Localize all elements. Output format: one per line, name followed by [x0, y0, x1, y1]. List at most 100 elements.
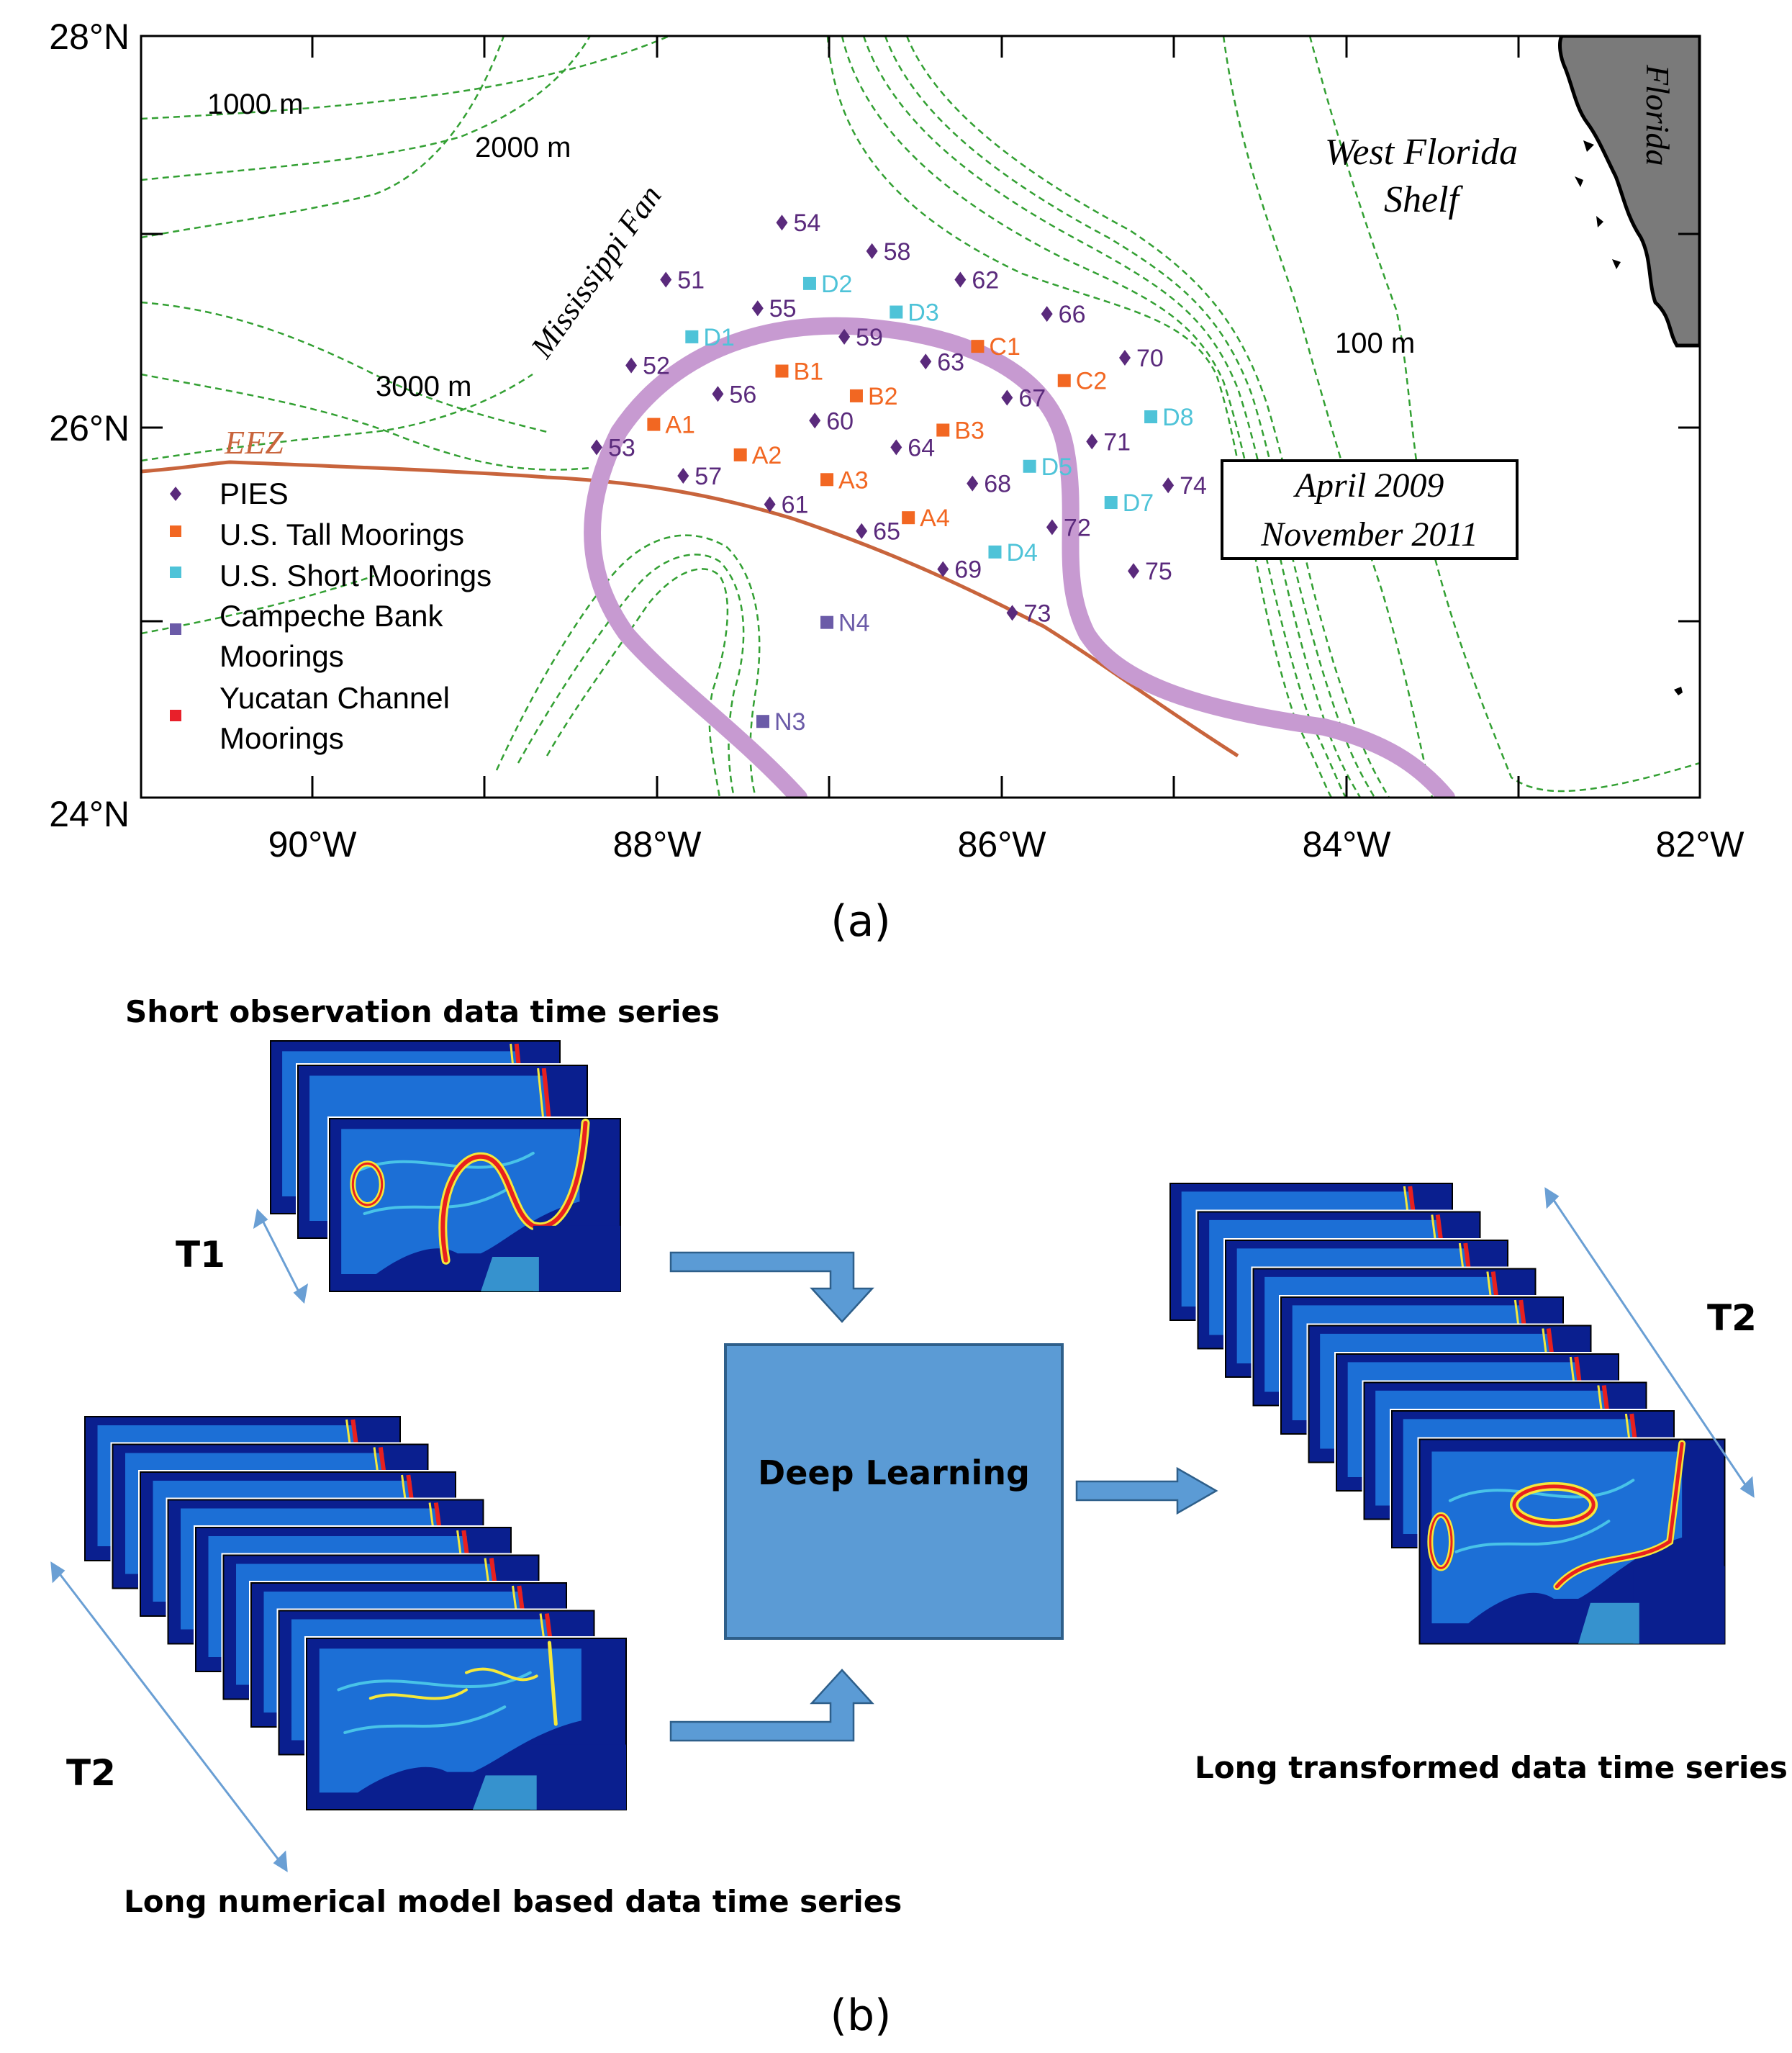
data-frame: [304, 1636, 628, 1812]
station-marker: [937, 561, 949, 577]
panel-label-b: (b): [831, 1990, 892, 2041]
station-label: 75: [1145, 558, 1172, 585]
arrow-long-to-dl: [669, 1669, 874, 1742]
t2-left-double-arrow: [50, 1561, 288, 1872]
station-label: 71: [1103, 428, 1131, 456]
station-marker: [971, 340, 985, 353]
station-marker: [1006, 605, 1018, 621]
deep-learning-label: Deep Learning: [758, 1453, 1030, 1492]
station-label: 67: [1018, 385, 1046, 412]
station-marker: [856, 523, 868, 539]
station-label: 74: [1180, 472, 1207, 500]
station-marker: [685, 330, 699, 343]
lon-tick-90w: 90°W: [268, 824, 358, 865]
station-label: 72: [1064, 514, 1091, 541]
station-marker: [775, 364, 789, 378]
station-marker: [776, 215, 788, 231]
station-A4: A4: [902, 505, 950, 532]
transformed-series-title: Long transformed data time series: [1195, 1750, 1788, 1785]
station-54: 54: [776, 209, 820, 237]
station-label: D1: [703, 324, 734, 351]
station-label: 59: [856, 324, 883, 351]
station-label: 73: [1024, 600, 1051, 627]
long-series-title: Long numerical model based data time ser…: [124, 1884, 902, 1919]
station-label: 65: [873, 518, 900, 546]
station-label: C1: [989, 333, 1020, 361]
station-label: D2: [821, 271, 852, 298]
legend-marker-pies: [170, 487, 181, 501]
west-florida-label: West Florida: [1325, 132, 1518, 173]
eez-line: [141, 460, 1239, 758]
florida-label: Florida: [1639, 64, 1676, 166]
station-label: 54: [793, 209, 820, 237]
contour-label-2000: 2000 m: [475, 132, 571, 163]
station-56: 56: [712, 381, 756, 408]
station-marker: [936, 423, 950, 437]
legend-marker-short: [170, 567, 181, 578]
station-67: 67: [1001, 385, 1046, 412]
station-62: 62: [954, 267, 999, 294]
station-label: D3: [908, 299, 938, 327]
date-box-start: April 2009: [1293, 466, 1444, 505]
station-label: 51: [677, 267, 705, 294]
station-marker: [590, 439, 602, 456]
station-C2: C2: [1057, 368, 1107, 395]
station-marker: [712, 386, 724, 402]
station-69: 69: [937, 556, 982, 584]
legend-label-short: U.S. Short Moorings: [220, 559, 492, 592]
station-N4: N4: [820, 610, 870, 637]
legend-label-yucatan-1: Yucatan Channel: [220, 681, 450, 715]
legend-marker-tall: [170, 525, 181, 537]
station-label: 61: [782, 492, 809, 519]
data-frame: [1417, 1437, 1727, 1646]
map-frame: [140, 35, 1701, 799]
station-marker: [902, 511, 915, 525]
station-label: 68: [984, 471, 1011, 498]
lon-tick-86w: 86°W: [958, 824, 1047, 865]
florida-land: [1558, 36, 1700, 348]
t2-right-label: T2: [1707, 1297, 1757, 1339]
station-72: 72: [1046, 514, 1091, 541]
lat-tick-26: 26°N: [49, 408, 130, 448]
station-marker: [802, 276, 816, 290]
station-marker: [988, 545, 1002, 559]
station-marker: [820, 473, 834, 487]
map-legend: PIES U.S. Tall Moorings U.S. Short Moori…: [170, 477, 492, 755]
mississippi-fan-label: Mississippi Fan: [523, 179, 668, 364]
station-marker: [1104, 496, 1118, 510]
contour-label-3000: 3000 m: [376, 371, 471, 402]
station-marker: [1086, 433, 1098, 450]
station-marker: [1144, 410, 1158, 423]
station-75: 75: [1128, 558, 1172, 585]
contour-label-100: 100 m: [1335, 328, 1415, 359]
station-label: N3: [774, 708, 805, 736]
station-marker: [954, 271, 967, 288]
station-marker: [677, 467, 689, 484]
station-marker: [751, 300, 764, 317]
date-box: April 2009 November 2011: [1221, 459, 1519, 560]
t2-left-label: T2: [66, 1752, 116, 1794]
station-marker: [967, 475, 979, 492]
station-marker: [1046, 519, 1058, 536]
station-label: 57: [694, 463, 722, 490]
arrow-dl-to-output: [1075, 1466, 1218, 1515]
station-A2: A2: [733, 442, 782, 469]
legend-marker-yucatan: [170, 710, 181, 721]
legend-label-campeche-2: Moorings: [220, 639, 344, 673]
long-model-stack: [83, 1414, 628, 1812]
station-marker: [625, 357, 638, 374]
station-66: 66: [1041, 301, 1086, 328]
station-label: 58: [884, 238, 911, 266]
station-N3: N3: [756, 708, 805, 736]
shelf-label: Shelf: [1384, 179, 1464, 220]
station-marker: [849, 389, 863, 402]
station-B2: B2: [849, 383, 898, 410]
station-label: A2: [752, 442, 782, 469]
station-D5: D5: [1023, 454, 1072, 481]
date-box-end: November 2011: [1260, 515, 1478, 554]
station-D3: D3: [890, 299, 939, 327]
station-label: 70: [1136, 345, 1164, 372]
loop-current: [584, 317, 1455, 798]
station-label: 63: [937, 348, 964, 376]
